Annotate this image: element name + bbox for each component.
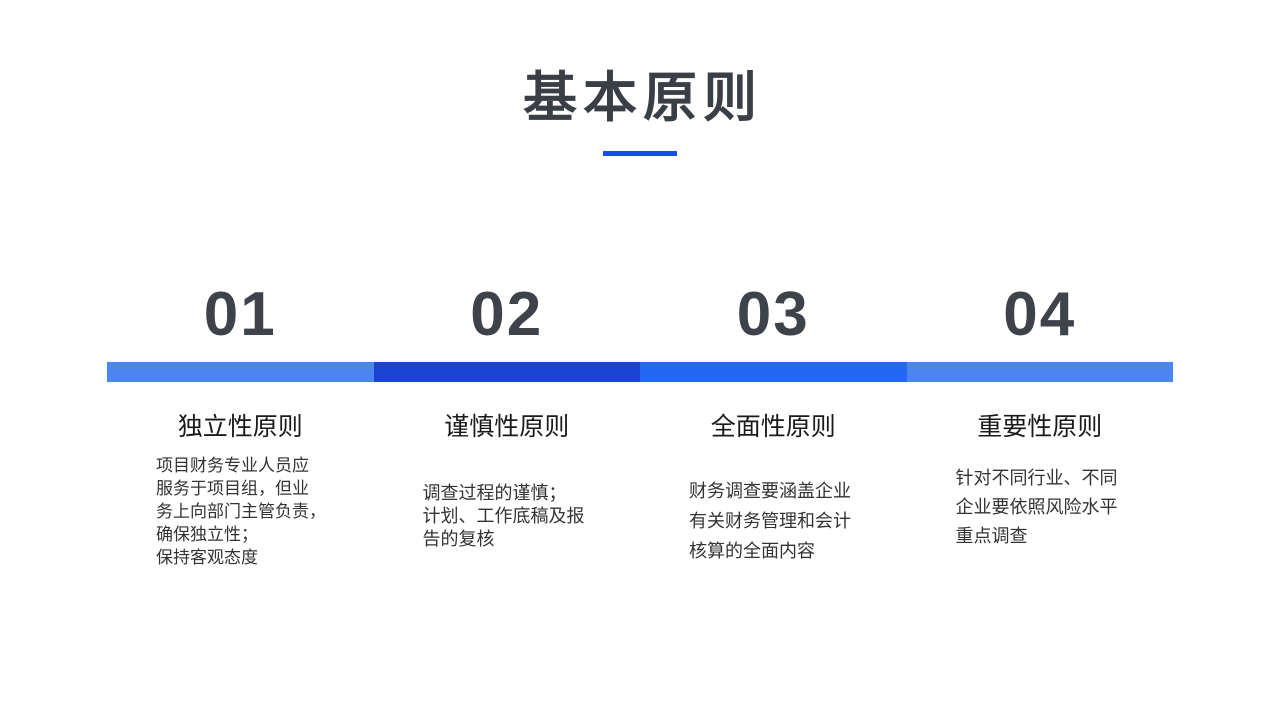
principle-body-line: 保持客观态度 — [156, 548, 258, 567]
principle-body-line: 告的复核 — [422, 529, 495, 549]
principle-body-line: 务上向部门主管负责， — [156, 502, 326, 521]
principle-body-line: 有关财务管理和会计 — [689, 511, 851, 531]
principle-body-line: 针对不同行业、不同 — [955, 468, 1118, 488]
principle-number: 04 — [1003, 280, 1077, 349]
principle-body: 项目财务专业人员应 服务于项目组，但业 务上向部门主管负责， 确保独立性； 保持… — [107, 454, 374, 569]
bar-segment — [107, 362, 374, 382]
bar-segment — [373, 362, 640, 382]
principle-column-1: 01 独立性原则 项目财务专业人员应 服务于项目组，但业 务上向部门主管负责， … — [107, 270, 374, 569]
principle-body-line: 财务调查要涵盖企业 — [689, 481, 851, 501]
principle-number: 02 — [470, 280, 544, 349]
principle-heading: 全面性原则 — [710, 414, 836, 441]
slide-header: 基本原则 — [0, 0, 1280, 127]
principle-body-line: 确保独立性； — [156, 525, 258, 544]
principle-body: 调查过程的谨慎； 计划、工作底稿及报 告的复核 — [374, 482, 641, 551]
principle-heading: 独立性原则 — [177, 414, 303, 441]
principle-body-line: 项目财务专业人员应 — [156, 456, 309, 475]
principle-body-line: 重点调查 — [955, 526, 1028, 546]
principle-body: 针对不同行业、不同 企业要依照风险水平 重点调查 — [907, 464, 1174, 551]
principle-body: 财务调查要涵盖企业 有关财务管理和会计 核算的全面内容 — [640, 476, 907, 566]
page-title: 基本原则 — [523, 68, 763, 128]
bar-segment — [640, 362, 907, 382]
principle-body-line: 计划、工作底稿及报 — [422, 506, 585, 526]
principle-heading: 重要性原则 — [977, 414, 1103, 441]
principle-body-line: 企业要依照风险水平 — [955, 497, 1118, 517]
principle-body-line: 服务于项目组，但业 — [156, 479, 309, 498]
principle-column-2: 02 谨慎性原则 调查过程的谨慎； 计划、工作底稿及报 告的复核 — [373, 270, 641, 569]
bar-segment — [906, 362, 1173, 382]
principle-number: 03 — [736, 280, 810, 349]
title-underline — [603, 151, 677, 156]
principle-body-line: 核算的全面内容 — [689, 541, 815, 561]
principle-body-line: 调查过程的谨慎； — [422, 483, 567, 503]
principle-column-3: 03 全面性原则 财务调查要涵盖企业 有关财务管理和会计 核算的全面内容 — [640, 270, 907, 569]
principles-row: 01 独立性原则 项目财务专业人员应 服务于项目组，但业 务上向部门主管负责， … — [107, 270, 1173, 569]
principle-heading: 谨慎性原则 — [444, 414, 570, 441]
principle-number: 01 — [203, 280, 277, 349]
principle-column-4: 04 重要性原则 针对不同行业、不同 企业要依照风险水平 重点调查 — [906, 270, 1174, 569]
